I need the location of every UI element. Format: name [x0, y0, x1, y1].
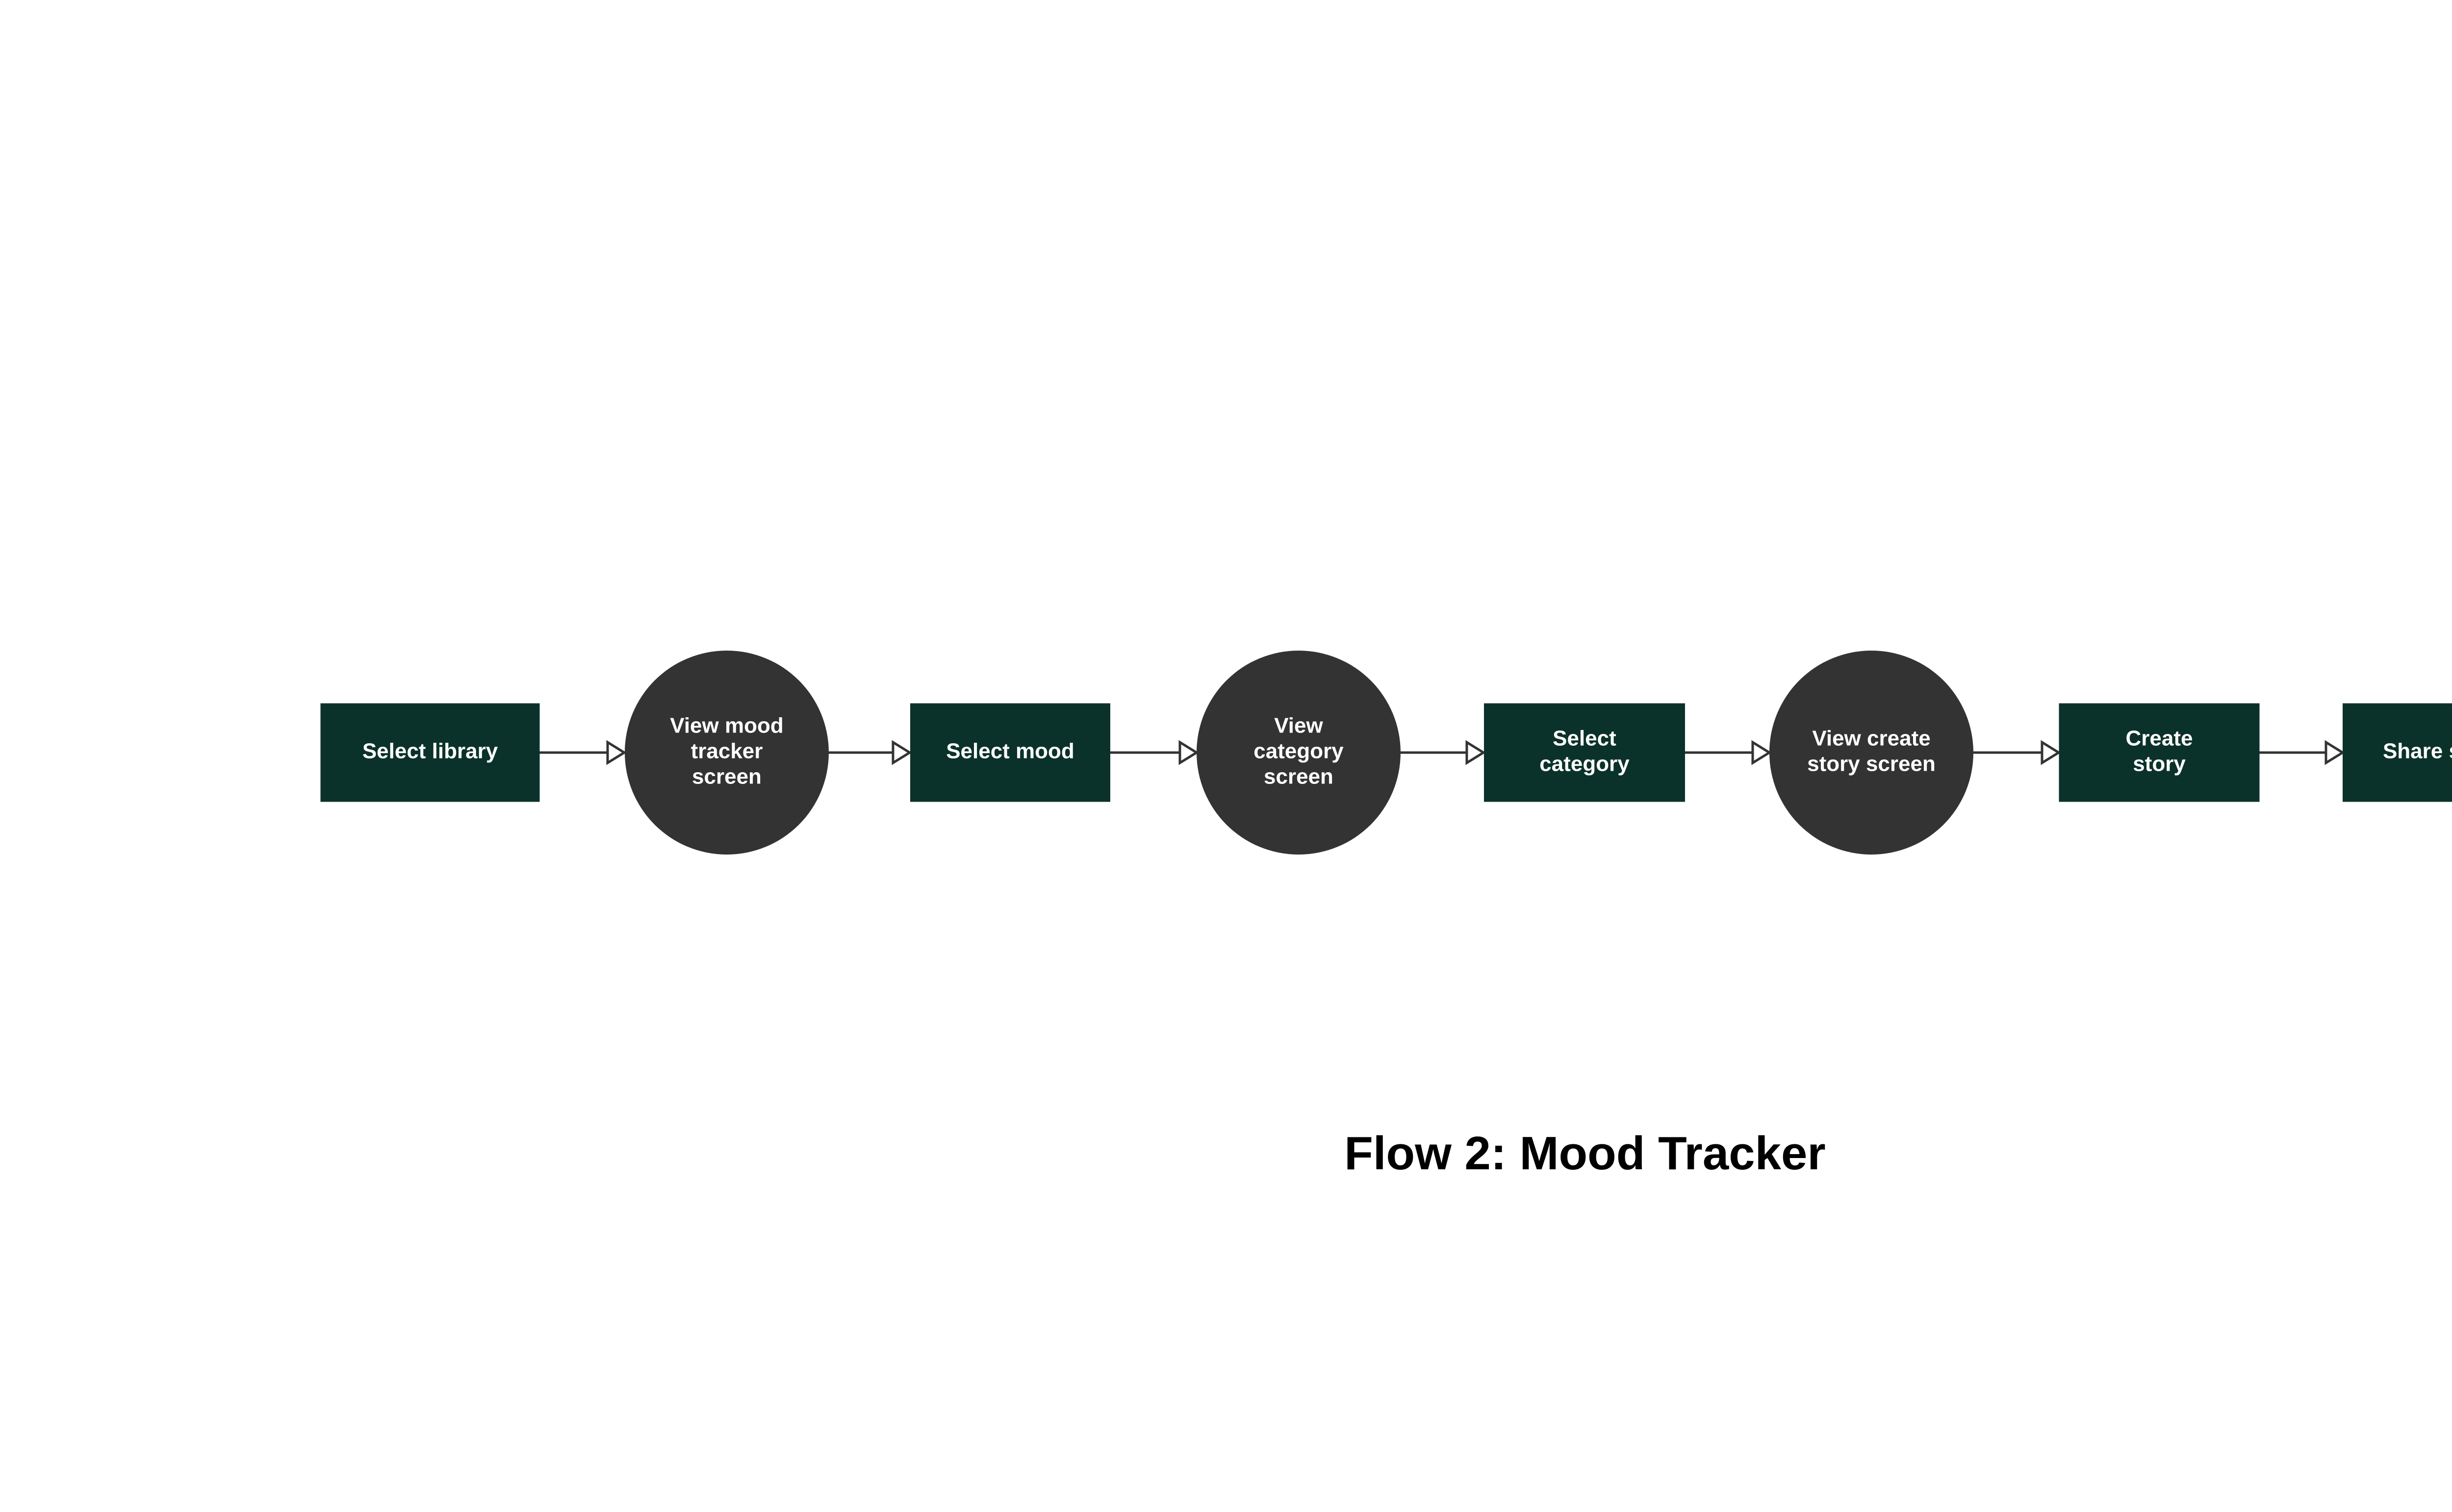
node-label-line: Share story — [2383, 739, 2452, 763]
arrow-head-icon — [1751, 740, 1772, 765]
node-label-line: category — [1253, 739, 1344, 763]
edge-select-category-to-view-create-story-screen — [1685, 740, 1772, 765]
node-label-line: story — [2133, 752, 2186, 776]
edge-view-mood-tracker-screen-to-select-mood — [829, 740, 912, 765]
node-shape-rect[interactable] — [2059, 703, 2260, 802]
node-label-line: tracker — [691, 739, 763, 763]
edge-view-category-screen-to-select-category — [1401, 740, 1486, 765]
arrow-head-icon — [892, 740, 912, 765]
node-label-line: screen — [692, 765, 762, 789]
edge-select-mood-to-view-category-screen — [1110, 740, 1199, 765]
node-label-line: View mood — [670, 714, 783, 738]
node-shape-rect[interactable] — [1484, 703, 1685, 802]
edge-create-story-to-share-story — [2259, 740, 2345, 765]
edges-layer — [532, 740, 2345, 765]
node-label-line: View create — [1812, 727, 1930, 751]
node-share-story[interactable]: Share story — [2343, 703, 2452, 802]
node-shape-circle[interactable] — [1769, 651, 1973, 855]
node-shape-rect[interactable] — [320, 703, 540, 802]
node-select-library[interactable]: Select library — [320, 703, 540, 802]
node-shape-circle[interactable] — [625, 651, 829, 855]
arrow-head-icon — [1178, 740, 1199, 765]
node-shape-rect[interactable] — [2343, 703, 2452, 802]
node-label-line: category — [1539, 752, 1630, 776]
node-shape-circle[interactable] — [1197, 651, 1401, 855]
node-label-line: Select mood — [946, 739, 1074, 763]
node-label-line: screen — [1264, 765, 1333, 789]
node-label-line: Select — [1553, 727, 1616, 751]
edge-view-create-story-screen-to-create-story — [1973, 740, 2061, 765]
node-select-mood[interactable]: Select mood — [910, 703, 1110, 802]
node-label-line: Create — [2126, 727, 2193, 751]
node-shape-rect[interactable] — [910, 703, 1110, 802]
arrow-head-icon — [1465, 740, 1486, 765]
arrow-head-icon — [2041, 740, 2061, 765]
node-label-line: story screen — [1807, 752, 1936, 776]
arrow-head-icon — [606, 740, 627, 765]
arrow-head-icon — [2324, 740, 2345, 765]
node-label-line: Select library — [362, 739, 498, 763]
flow-title: Flow 2: Mood Tracker — [1344, 1127, 1826, 1180]
edge-select-library-to-view-mood-tracker-screen — [532, 740, 627, 765]
node-label-line: View — [1274, 714, 1323, 738]
